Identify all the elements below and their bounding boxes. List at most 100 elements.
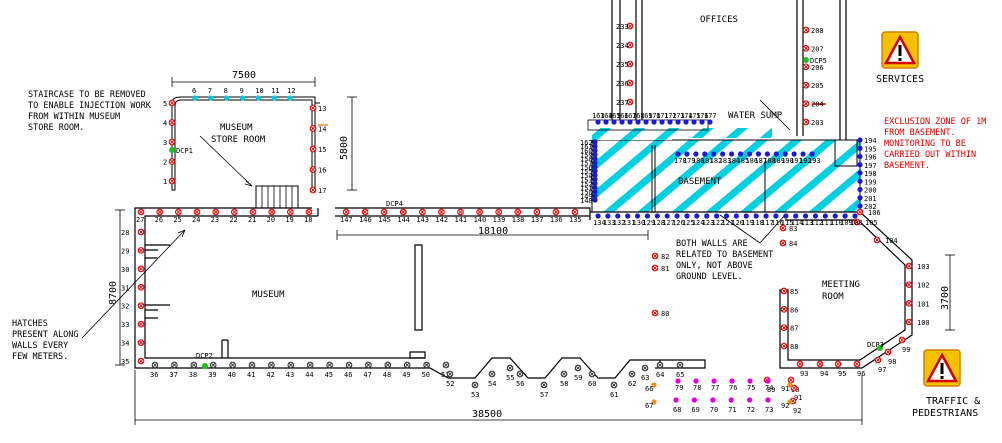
point-label-13: 13 [318, 105, 326, 113]
point-marker-159 [592, 151, 598, 158]
point-label-62: 62 [628, 380, 636, 388]
point-label-113: 113 [801, 219, 814, 227]
dcp5-marker [803, 57, 809, 63]
point-cross-52 [448, 372, 452, 376]
point-marker-74 [765, 378, 771, 384]
point-label-131: 131 [623, 219, 636, 227]
point-marker-191 [791, 151, 797, 157]
point-label-3: 3 [163, 139, 167, 147]
point-cross-105 [855, 220, 859, 224]
point-label-201: 201 [864, 195, 877, 203]
point-cross-25 [176, 210, 181, 214]
point-cross-136 [553, 210, 558, 214]
note-staircase: STAIRCASE TO BE REMOVED TO ENABLE INJECT… [28, 90, 152, 133]
dimension-lines [115, 77, 955, 425]
point-label-29: 29 [121, 247, 129, 255]
point-cross-141 [458, 210, 463, 214]
svg-text:MONITORING TO BE: MONITORING TO BE [884, 139, 966, 149]
point-cross-2 [170, 159, 174, 164]
point-label-101: 101 [917, 300, 930, 308]
point-label-65: 65 [676, 371, 684, 379]
point-label-33: 33 [121, 321, 129, 329]
point-label-234: 234 [616, 42, 629, 50]
point-cross-47 [366, 363, 371, 367]
point-marker-131 [625, 213, 631, 219]
point-label-73: 73 [765, 406, 773, 414]
point-marker-133 [605, 213, 611, 219]
point-cross-1 [170, 179, 174, 183]
point-label-10: 10 [255, 87, 263, 95]
point-marker-68 [673, 397, 679, 403]
point-label-51: 51 [441, 371, 449, 379]
point-label-174: 174 [680, 112, 693, 120]
point-label-56: 56 [516, 380, 524, 388]
point-cross-208 [804, 28, 808, 32]
point-label-132: 132 [613, 219, 626, 227]
point-label-162: 162 [580, 139, 593, 147]
point-marker-198 [857, 170, 863, 176]
point-cross-104 [875, 238, 879, 242]
point-marker-197 [857, 162, 863, 168]
point-label-168: 168 [632, 112, 645, 120]
point-label-104: 104 [885, 237, 898, 245]
point-cross-91 [792, 386, 796, 390]
point-marker-178 [675, 151, 681, 157]
point-cross-27 [139, 210, 143, 214]
point-label-109: 109 [840, 219, 853, 227]
point-marker-165 [611, 119, 617, 125]
point-label-60: 60 [588, 380, 596, 388]
point-marker-8 [224, 95, 230, 101]
point-label-198: 198 [864, 170, 877, 178]
point-label-55: 55 [506, 374, 514, 382]
point-marker-125 [684, 213, 690, 219]
point-label-103: 103 [917, 263, 930, 271]
point-marker-194 [857, 137, 863, 143]
point-cross-17 [311, 188, 315, 192]
point-marker-202 [857, 203, 863, 209]
point-marker-168 [635, 119, 641, 125]
dim-38500: 38500 [472, 409, 502, 420]
point-label-37: 37 [169, 371, 177, 379]
point-label-82: 82 [661, 253, 669, 261]
dim-18100: 18100 [478, 226, 508, 237]
point-cross-38 [191, 363, 196, 367]
point-cross-41 [250, 363, 254, 367]
svg-text:WALLS EVERY: WALLS EVERY [12, 341, 68, 351]
point-label-186: 186 [745, 157, 758, 165]
point-label-8: 8 [224, 87, 228, 95]
svg-text:EXCLUSION ZONE OF 1M: EXCLUSION ZONE OF 1M [884, 117, 986, 127]
point-cross-48 [385, 363, 390, 367]
point-cross-81 [653, 266, 657, 270]
point-label-119: 119 [741, 219, 754, 227]
point-label-135: 135 [569, 216, 582, 224]
point-label-208: 208 [811, 27, 824, 35]
point-cross-84 [781, 241, 785, 245]
point-cross-21 [251, 210, 255, 214]
point-label-57: 57 [540, 391, 548, 399]
point-cross-24 [195, 210, 199, 214]
point-label-236: 236 [616, 80, 629, 88]
point-marker-186 [746, 151, 753, 157]
point-cross-58 [562, 372, 566, 376]
point-label-179: 179 [683, 157, 696, 165]
museum-store-label-2: STORE ROOM [211, 135, 266, 145]
point-label-36: 36 [150, 371, 158, 379]
point-cross-80 [653, 311, 657, 315]
point-cross-102 [907, 282, 911, 287]
point-cross-46 [347, 363, 351, 367]
point-marker-73 [765, 397, 771, 403]
point-cross-54 [490, 372, 494, 376]
point-cross-56 [518, 372, 522, 376]
point-label-27: 27 [136, 216, 144, 224]
point-marker-66 [651, 382, 657, 388]
point-marker-201 [857, 195, 863, 201]
svg-text:RELATED TO BASEMENT: RELATED TO BASEMENT [676, 250, 773, 260]
point-cross-4 [170, 120, 174, 125]
point-label-141: 141 [455, 216, 468, 224]
point-marker-184 [729, 151, 735, 157]
point-label-199: 199 [864, 178, 877, 186]
point-marker-6 [192, 95, 198, 101]
point-marker-7 [208, 95, 214, 101]
point-label-70: 70 [710, 406, 718, 414]
point-label-114: 114 [791, 219, 804, 227]
